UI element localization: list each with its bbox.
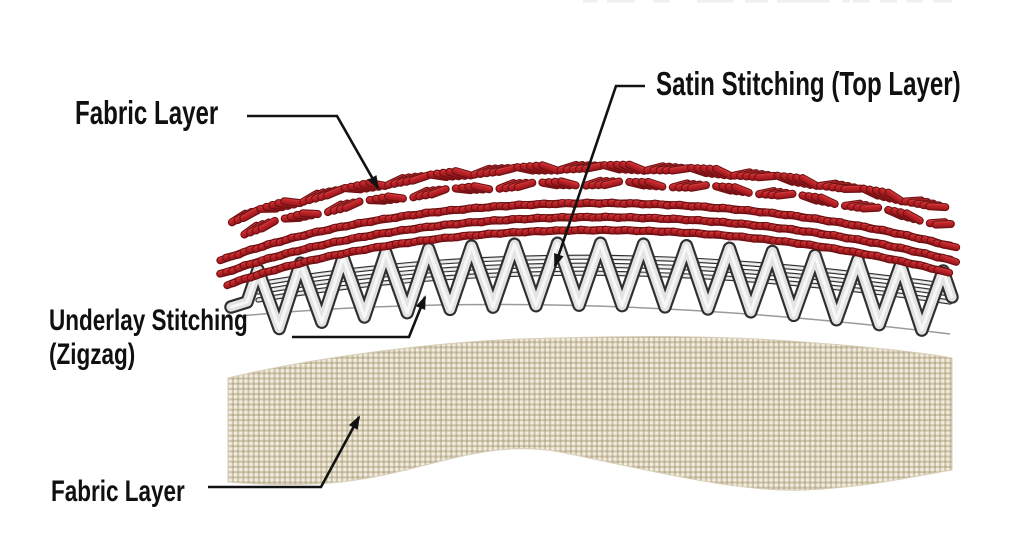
- thread-bead: [938, 240, 961, 252]
- thread-bead: [557, 177, 580, 190]
- label-fabric-layer-bottom: Fabric Layer: [51, 475, 185, 508]
- leader-arrow-fabric-layer-top: [247, 114, 380, 190]
- thread-bead: [513, 178, 537, 192]
- satin-rope-row: [216, 212, 961, 278]
- thread-bead: [925, 202, 950, 212]
- thread-bead: [773, 189, 797, 200]
- thread-bead: [384, 192, 407, 203]
- thread-bead: [730, 183, 753, 197]
- leader-arrow-fabric-layer-bottom: [208, 415, 361, 489]
- thread-bead: [938, 253, 961, 266]
- label-underlay-line2: (Zigzag): [49, 338, 136, 371]
- fabric-band-shape: [227, 336, 953, 491]
- satin-scallop-row-upper: [227, 160, 950, 227]
- satin-rope-row: [216, 198, 961, 265]
- top-crop-dash: [853, 0, 870, 3]
- top-crop-dash: [745, 0, 768, 3]
- thread-bead: [257, 216, 279, 233]
- label-underlay-line1: Underlay Stitching: [49, 304, 248, 337]
- thread-bead: [817, 193, 839, 209]
- satin-scallop-row-lower: [240, 176, 955, 239]
- thread-bead: [470, 182, 494, 194]
- thread-bead: [298, 209, 322, 219]
- thread-bead: [687, 181, 711, 192]
- leader-arrow-satin-stitching: [553, 84, 645, 268]
- top-crop-dash: [697, 0, 733, 3]
- zigzag-coil-highlight: [229, 241, 954, 332]
- label-fabric-layer-top: Fabric Layer: [75, 94, 219, 131]
- top-crop-dash: [880, 0, 897, 3]
- top-crop-dash: [607, 0, 635, 3]
- thread-bead: [859, 203, 883, 213]
- top-crop-dash: [907, 0, 923, 3]
- fabric-layer-illustration: [227, 336, 953, 491]
- label-satin-stitching: Satin Stitching (Top Layer): [656, 65, 961, 102]
- label-underlay-stitching: Underlay Stitching (Zigzag): [49, 304, 248, 372]
- satin-stitching-illustration: [216, 160, 961, 290]
- top-crop-dash: [583, 0, 597, 3]
- leader-arrow-underlay-stitching: [292, 295, 427, 339]
- satin-rope-row: [223, 225, 954, 290]
- top-crop-artifact: [583, 0, 952, 3]
- thread-bead: [341, 197, 364, 212]
- thread-bead: [600, 177, 624, 190]
- top-crop-dash: [777, 0, 830, 3]
- thread-bead: [644, 177, 667, 191]
- top-crop-dash: [842, 0, 850, 3]
- top-crop-dash: [933, 0, 952, 3]
- thread-bead: [933, 266, 954, 277]
- thread-bead: [427, 185, 450, 199]
- top-crop-dash: [653, 0, 670, 3]
- underlay-zigzag-illustration: [224, 236, 959, 337]
- leader-arrows: [208, 84, 645, 489]
- thread-bead: [902, 209, 924, 225]
- thread-bead: [931, 219, 955, 229]
